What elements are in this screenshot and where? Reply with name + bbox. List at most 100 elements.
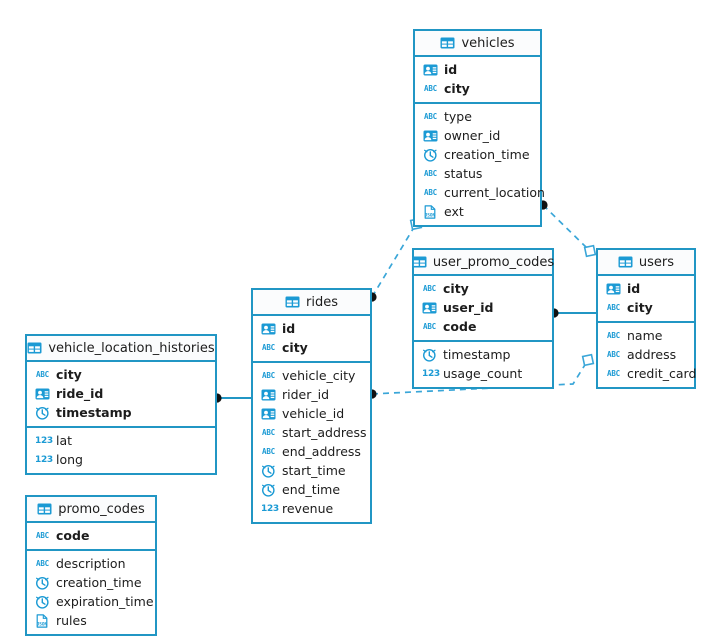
abc-icon: ABC	[36, 558, 49, 568]
field-label: expiration_time	[56, 594, 154, 609]
table-field[interactable]: ABC name	[598, 326, 694, 345]
table-field[interactable]: ABC start_address	[253, 423, 370, 442]
field-label: description	[56, 556, 126, 571]
field-label: end_address	[282, 444, 361, 459]
clock-icon	[35, 576, 50, 590]
table-title-promo_codes[interactable]: promo_codes	[27, 497, 155, 523]
abc-icon: ABC	[607, 368, 620, 378]
field-label: rules	[56, 613, 87, 628]
primary-key-field[interactable]: timestamp	[27, 403, 215, 422]
table-grid-icon	[37, 503, 52, 515]
one-end-square-marker	[581, 353, 595, 367]
json-document-icon: JSON	[423, 204, 438, 219]
primary-key-field[interactable]: ride_id	[27, 384, 215, 403]
table-title-user_promo_codes[interactable]: user_promo_codes	[412, 250, 555, 276]
abc-icon: ABC	[262, 427, 275, 437]
relationship-vehicle_location_histories-rides[interactable]	[212, 393, 251, 403]
table-field[interactable]: timestamp	[414, 345, 552, 364]
table-field[interactable]: owner_id	[415, 126, 540, 145]
table-field[interactable]: creation_time	[27, 573, 155, 592]
field-label: creation_time	[56, 575, 142, 590]
abc-icon: ABC	[424, 187, 437, 197]
relationship-line	[542, 204, 591, 252]
table-field[interactable]: end_time	[253, 480, 370, 499]
field-label: creation_time	[444, 147, 530, 162]
field-label: id	[444, 62, 458, 77]
table-title-vehicle_location_histories[interactable]: vehicle_location_histories	[27, 336, 215, 362]
primary-key-field[interactable]: id	[598, 279, 694, 298]
table-name-label: users	[638, 254, 675, 270]
clock-icon	[422, 348, 437, 362]
field-label: revenue	[282, 501, 334, 516]
primary-key-field[interactable]: id	[415, 60, 540, 79]
table-title-vehicles[interactable]: vehicles	[415, 31, 540, 57]
field-label: ride_id	[56, 386, 104, 401]
table-name-label: user_promo_codes	[432, 254, 555, 270]
table-name-label: vehicle_location_histories	[48, 340, 215, 356]
table-title-users[interactable]: users	[598, 250, 694, 276]
table-field[interactable]: JSON rules	[27, 611, 155, 630]
field-label: city	[627, 300, 653, 315]
field-label: id	[627, 281, 641, 296]
field-label: start_time	[282, 463, 346, 478]
clock-icon	[35, 406, 50, 420]
table-field[interactable]: start_time	[253, 461, 370, 480]
field-label: address	[627, 347, 677, 362]
id-badge-icon	[261, 407, 276, 421]
svg-text:JSON: JSON	[425, 212, 436, 218]
field-label: id	[282, 321, 296, 336]
table-name-label: vehicles	[461, 35, 515, 51]
table-field[interactable]: creation_time	[415, 145, 540, 164]
table-field[interactable]: vehicle_id	[253, 404, 370, 423]
field-label: start_address	[282, 425, 367, 440]
field-label: rider_id	[282, 387, 330, 402]
table-field[interactable]: ABC description	[27, 554, 155, 573]
abc-icon: ABC	[607, 330, 620, 340]
one-end-square-marker	[583, 244, 597, 258]
table-field[interactable]: expiration_time	[27, 592, 155, 611]
field-label: vehicle_id	[282, 406, 345, 421]
primary-key-field[interactable]: user_id	[414, 298, 552, 317]
field-label: user_id	[443, 300, 494, 315]
json-document-icon: JSON	[35, 613, 50, 628]
table-field[interactable]: rider_id	[253, 385, 370, 404]
table-title-rides[interactable]: rides	[253, 290, 370, 316]
field-label: city	[282, 340, 308, 355]
id-badge-icon	[422, 301, 437, 315]
123-icon: 123	[261, 503, 279, 514]
svg-text:JSON: JSON	[37, 621, 48, 627]
relationship-user_promo_codes-users[interactable]	[549, 308, 596, 318]
abc-icon: ABC	[423, 321, 436, 331]
primary-key-field[interactable]: id	[253, 319, 370, 338]
field-label: name	[627, 328, 663, 343]
